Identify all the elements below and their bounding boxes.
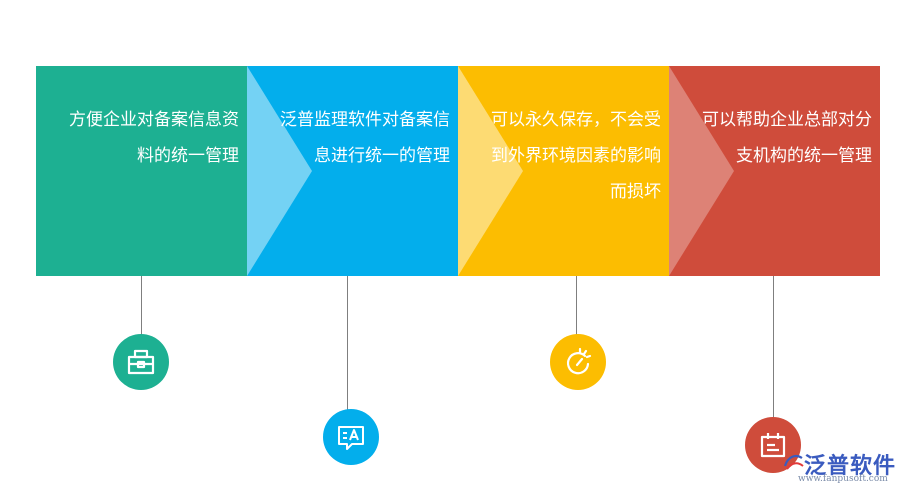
step-text-2: 泛普监理软件对备案信 息进行统一的管理 — [280, 110, 450, 166]
logo-url: www.fanpusoft.com — [798, 474, 888, 484]
step-panel-4: 可以帮助企业总部对分 支机构的统一管理 — [669, 66, 880, 276]
connector-line-2 — [347, 276, 348, 410]
timer-icon — [566, 347, 592, 375]
step-panel-2: 泛普监理软件对备案信 息进行统一的管理 — [247, 66, 458, 276]
step-panel-1: 方便企业对备案信息资 料的统一管理 — [36, 66, 247, 276]
icon-circle-2 — [323, 409, 379, 465]
connector-line-3 — [576, 276, 577, 336]
chevron-arrow-icon — [669, 66, 734, 276]
step-text-1: 方便企业对备案信息资 料的统一管理 — [69, 110, 239, 166]
calendar-icon — [760, 433, 786, 458]
icon-circle-1 — [113, 334, 169, 390]
step-text-4: 可以帮助企业总部对分 支机构的统一管理 — [702, 110, 872, 166]
logo-name: 泛普软件 — [804, 454, 897, 479]
chevron-arrow-icon — [247, 66, 312, 276]
step-text-3: 可以永久保存，不会受 到外界环境因素的影响 而损坏 — [491, 110, 661, 202]
briefcase-icon — [127, 349, 155, 375]
fanpu-logo: 泛普软件 www.fanpusoft.com — [782, 448, 910, 488]
logo-swirl-icon — [783, 455, 804, 470]
chat-text-icon — [338, 426, 364, 450]
step-panel-3: 可以永久保存，不会受 到外界环境因素的影响 而损坏 — [458, 66, 669, 276]
icon-circle-3 — [550, 334, 606, 390]
chevron-arrow-icon — [458, 66, 523, 276]
connector-line-1 — [141, 276, 142, 336]
connector-line-4 — [773, 276, 774, 418]
